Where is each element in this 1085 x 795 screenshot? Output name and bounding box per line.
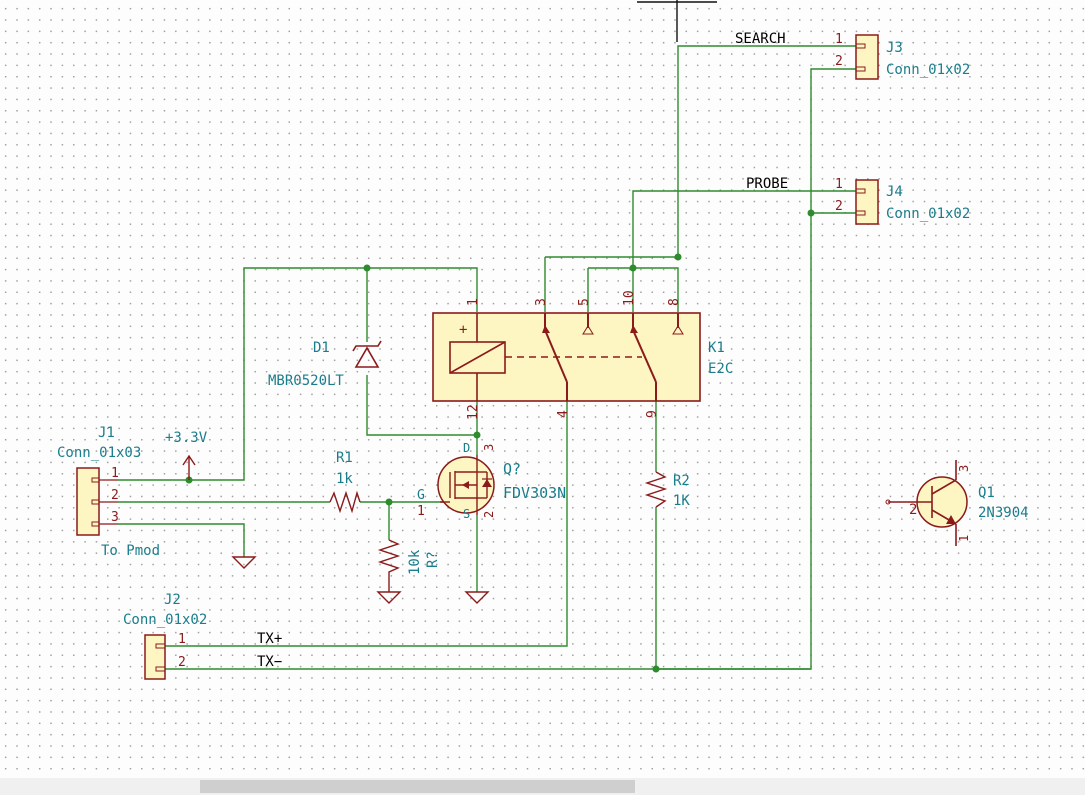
ref-designator: J3 bbox=[886, 40, 903, 56]
ref-designator: R2 bbox=[673, 473, 690, 489]
component-value: 1k bbox=[336, 471, 353, 487]
component-value: Conn_01x03 bbox=[57, 445, 141, 461]
connector-description: To Pmod bbox=[101, 543, 160, 559]
resistor-icon bbox=[329, 490, 361, 514]
ref-designator: R? bbox=[425, 551, 441, 568]
ref-designator: R1 bbox=[336, 450, 353, 466]
pin-name: G bbox=[417, 488, 425, 503]
ref-designator: J2 bbox=[164, 592, 181, 608]
schematic-canvas[interactable]: SEARCH PROBE TX+ TX− 1 2 J3 Conn_01x02 1… bbox=[0, 0, 1085, 778]
pin-number: 10 bbox=[622, 290, 637, 306]
pin-number: 9 bbox=[645, 410, 660, 418]
ref-designator: Q1 bbox=[978, 485, 995, 501]
component-value: FDV303N bbox=[503, 484, 566, 502]
pin-name: D bbox=[463, 441, 470, 455]
pin-number: 1 bbox=[178, 632, 186, 647]
junction-dot bbox=[363, 264, 371, 272]
ref-designator: K1 bbox=[708, 340, 725, 356]
pin-number: 1 bbox=[417, 504, 425, 519]
pin-number: 1 bbox=[835, 177, 843, 192]
pin-number: 2 bbox=[835, 54, 843, 69]
pin-number: 1 bbox=[466, 298, 481, 306]
pin-number: 1 bbox=[957, 535, 971, 542]
pin-number: 3 bbox=[534, 298, 549, 306]
pin-number: 1 bbox=[835, 32, 843, 47]
pin-number: 2 bbox=[909, 502, 917, 518]
pin-number: 4 bbox=[556, 410, 571, 418]
connector-j3[interactable]: 1 2 J3 Conn_01x02 bbox=[835, 32, 970, 80]
relay-k1[interactable]: + 1 3 5 10 8 12 4 9 K1 E2C bbox=[432, 290, 733, 420]
pin-number: 3 bbox=[957, 465, 971, 472]
component-value: Conn_01x02 bbox=[123, 612, 207, 628]
mosfet-icon bbox=[437, 455, 495, 515]
diode-icon bbox=[352, 340, 382, 368]
polarity-plus: + bbox=[459, 322, 467, 338]
pin-number: 3 bbox=[111, 510, 119, 525]
junction-dot bbox=[807, 209, 815, 217]
power-label: +3.3V bbox=[165, 430, 208, 446]
pin-number: 2 bbox=[178, 655, 186, 670]
pin-name: S bbox=[463, 507, 470, 521]
resistor-icon bbox=[644, 471, 668, 508]
ground-icon bbox=[376, 591, 402, 604]
component-value: MBR0520LT bbox=[268, 373, 344, 389]
junction-dot bbox=[473, 431, 481, 439]
pin-number: 2 bbox=[111, 488, 119, 503]
horizontal-scrollbar[interactable] bbox=[0, 778, 1085, 795]
schematic-svg[interactable]: SEARCH PROBE TX+ TX− 1 2 J3 Conn_01x02 1… bbox=[0, 0, 1085, 778]
ref-designator: D1 bbox=[313, 340, 330, 356]
pin-number: 2 bbox=[482, 511, 496, 518]
npn-transistor-icon bbox=[885, 460, 968, 546]
junction-dot bbox=[629, 264, 637, 272]
connector-j4[interactable]: 1 2 J4 Conn_01x02 bbox=[835, 177, 970, 225]
junctions bbox=[185, 209, 815, 673]
junction-dot bbox=[652, 665, 660, 673]
resistor-r-unassigned[interactable]: 10k R? bbox=[377, 539, 441, 592]
resistor-r2[interactable]: R2 1K bbox=[644, 471, 690, 509]
transistor-q1[interactable]: 2 3 1 Q1 2N3904 bbox=[885, 460, 1029, 546]
component-value: 2N3904 bbox=[978, 505, 1029, 521]
ground-icon bbox=[231, 556, 257, 569]
diode-d1[interactable]: D1 MBR0520LT bbox=[268, 340, 382, 389]
net-label-txp[interactable]: TX+ bbox=[257, 631, 282, 647]
resistor-icon bbox=[377, 539, 401, 592]
ground-icon bbox=[464, 591, 490, 604]
wires bbox=[118, 0, 856, 670]
ref-designator: J1 bbox=[98, 425, 115, 441]
net-labels: SEARCH PROBE TX+ TX− bbox=[257, 31, 788, 670]
connector-j1[interactable]: 1 2 3 J1 Conn_01x03 To Pmod bbox=[57, 425, 160, 559]
pin-number: 1 bbox=[111, 466, 119, 481]
junction-dot bbox=[385, 498, 393, 506]
component-value: Conn_01x02 bbox=[886, 206, 970, 222]
pin-number: 8 bbox=[667, 298, 682, 306]
component-value: E2C bbox=[708, 361, 733, 377]
net-label-search[interactable]: SEARCH bbox=[735, 31, 786, 47]
power-3v3[interactable]: +3.3V bbox=[165, 430, 208, 480]
component-value: 10k bbox=[407, 549, 423, 575]
resistor-r1[interactable]: R1 1k bbox=[329, 450, 361, 514]
scrollbar-thumb[interactable] bbox=[200, 780, 635, 793]
ref-designator: Q? bbox=[503, 460, 521, 478]
connector-j2[interactable]: 1 2 J2 Conn_01x02 bbox=[123, 592, 207, 680]
pin-number: 12 bbox=[466, 404, 481, 420]
net-label-txn[interactable]: TX− bbox=[257, 654, 282, 670]
relay-contacts bbox=[505, 313, 684, 401]
ref-designator: J4 bbox=[886, 184, 903, 200]
pin-number: 5 bbox=[577, 298, 592, 306]
power-arrow-icon bbox=[182, 454, 196, 480]
component-value: 1K bbox=[673, 493, 690, 509]
mosfet-q[interactable]: G 1 D 3 S 2 Q? FDV303N bbox=[417, 441, 566, 521]
pin-number: 2 bbox=[835, 199, 843, 214]
net-label-probe[interactable]: PROBE bbox=[746, 176, 788, 192]
pin-number: 3 bbox=[482, 444, 496, 451]
junction-dot bbox=[674, 253, 682, 261]
component-value: Conn_01x02 bbox=[886, 62, 970, 78]
